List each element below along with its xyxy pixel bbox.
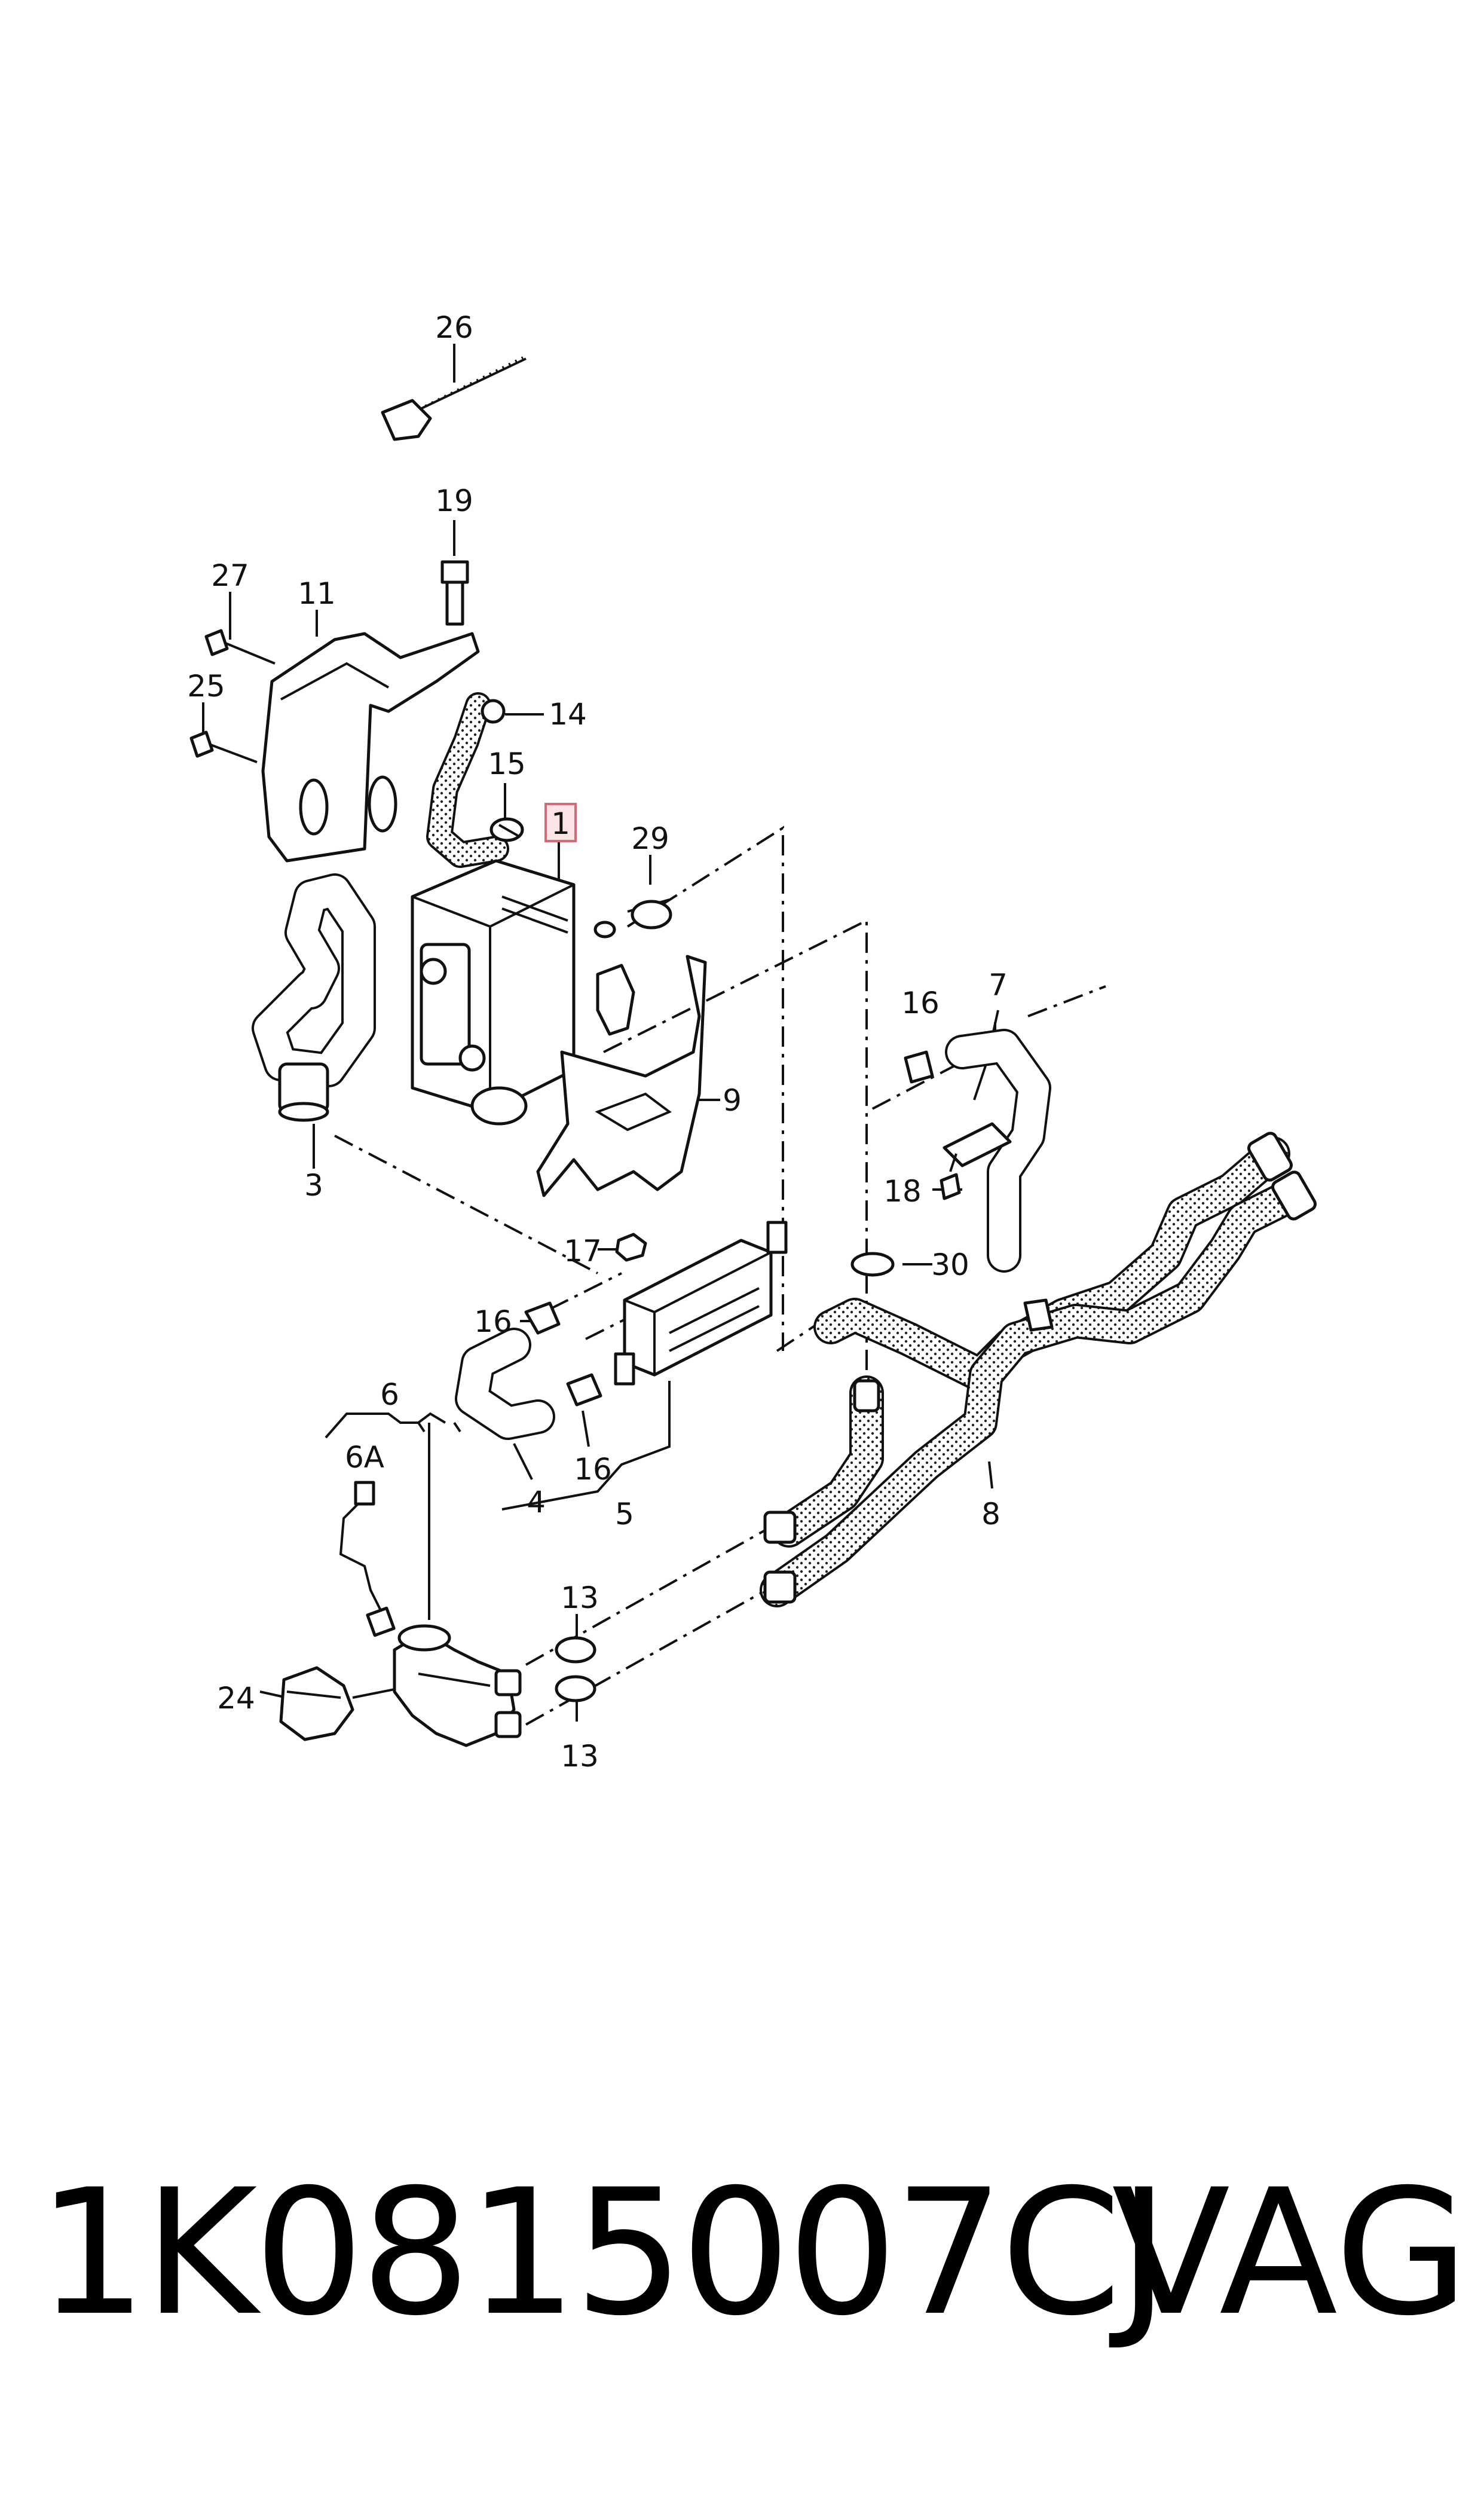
callout-16-middle: 16 — [474, 1304, 512, 1339]
part-16-clamp-c — [904, 1050, 934, 1084]
callout-8: 8 — [981, 1497, 1000, 1531]
callout-26: 26 — [435, 310, 473, 345]
callout-4: 4 — [527, 1485, 546, 1520]
callout-30: 30 — [931, 1248, 969, 1282]
part-7-hose — [943, 1029, 1051, 1273]
callout-25: 25 — [187, 669, 225, 704]
part-3-hose — [252, 873, 376, 1122]
heater-connector — [596, 964, 635, 1036]
part-19-bolt — [440, 560, 469, 626]
callout-18: 18 — [883, 1174, 922, 1209]
part-13-clamp-upper — [555, 1636, 596, 1664]
part-14-hose — [426, 692, 509, 868]
part-24-cap — [279, 1666, 354, 1741]
callout-9: 9 — [723, 1083, 742, 1118]
part-6-pump — [393, 1624, 522, 1747]
part-5-silencer — [614, 1221, 788, 1386]
part-27-screw — [204, 629, 276, 665]
brand-name: VAG — [1112, 2153, 1469, 2354]
part-4-hose — [455, 1328, 555, 1440]
part-11-bracket — [261, 632, 480, 863]
callout-15: 15 — [488, 747, 526, 781]
part-13-clamp-lower — [555, 1675, 596, 1702]
part-30-clamp — [850, 1252, 895, 1277]
part-16-clamp-a — [524, 1301, 561, 1335]
callout-29: 29 — [631, 821, 669, 856]
callout-19: 19 — [435, 484, 473, 518]
part-9-bracket — [536, 955, 707, 1197]
callout-3: 3 — [304, 1168, 323, 1203]
callout-17: 17 — [564, 1234, 602, 1268]
callout-14: 14 — [549, 697, 587, 732]
part-25-screw — [189, 730, 258, 763]
callout-13-lower: 13 — [561, 1739, 599, 1774]
part-1-heater-unit — [411, 859, 576, 1126]
part-6a-wiring-plug — [339, 1481, 396, 1637]
part-18-screw — [940, 1153, 961, 1200]
callout-11: 11 — [298, 576, 336, 611]
part-26-cable-tie — [381, 356, 527, 441]
parts-exploded-diagram: 1 26 19 27 11 25 14 15 29 16 7 9 3 18 17… — [187, 310, 1317, 1774]
callout-16-upper: 16 — [901, 986, 940, 1020]
callout-16-lower: 16 — [574, 1452, 612, 1487]
part-8-hoses — [760, 1132, 1317, 1607]
callout-27: 27 — [211, 558, 249, 593]
callout-6: 6 — [380, 1377, 399, 1412]
callout-1-highlight — [544, 803, 577, 842]
callout-1: 1 — [551, 806, 570, 841]
footer: 1K0815007CJ VAG — [0, 2128, 1484, 2379]
part-29-clamp — [593, 900, 672, 938]
callout-6a: 6A — [345, 1440, 384, 1475]
part-15-clamp — [489, 817, 524, 842]
part-16-clamp-b — [566, 1373, 602, 1407]
part-17-nut — [615, 1233, 647, 1262]
callout-13-upper: 13 — [561, 1580, 599, 1615]
callout-24: 24 — [217, 1681, 255, 1716]
callout-labels: 1 26 19 27 11 25 14 15 29 16 7 9 3 18 17… — [187, 310, 1008, 1774]
part-number: 1K0815007CJ — [37, 2153, 1169, 2354]
callout-5: 5 — [615, 1497, 634, 1531]
callout-7: 7 — [989, 968, 1008, 1002]
